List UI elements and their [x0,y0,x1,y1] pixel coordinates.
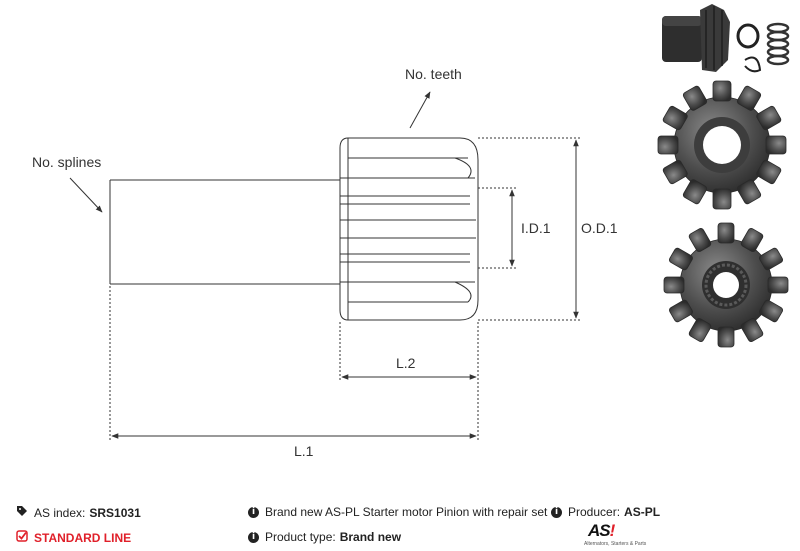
product-type-value: Brand new [339,530,402,544]
logo-mark: AS! [588,521,615,540]
product-photo-front-view [657,80,787,210]
label-no-splines: No. splines [32,154,101,170]
info-icon: i [551,506,562,518]
producer-value: AS-PL [624,505,661,519]
dimension-arrows [69,91,579,439]
product-photo-rear-view [663,222,789,348]
producer-row: i Producer: AS-PL [551,505,660,519]
logo-tagline: Alternators, Starters & Parts [584,541,647,547]
pinion-shaft [109,179,340,285]
label-length-1: L.1 [294,443,314,459]
info-icon: i [248,531,259,543]
product-type-row: i Product type: Brand new [248,530,401,544]
standard-line-label: STANDARD LINE [34,530,132,545]
as-pl-logo: AS! Alternators, Starters & Parts [584,521,658,551]
as-index-row: AS index: SRS1031 [16,505,141,520]
label-length-2: L.2 [396,355,416,371]
tag-icon [16,505,28,520]
label-outer-diameter: O.D.1 [581,220,618,236]
dimension-extension-lines [109,137,580,442]
label-no-teeth: No. teeth [405,66,462,82]
product-type-label: Product type: [265,530,336,544]
product-photo-side-view [662,4,790,73]
product-description: Brand new AS-PL Starter motor Pinion wit… [265,505,548,519]
standard-line-row: STANDARD LINE [16,530,131,545]
as-index-label: AS index: [34,505,86,520]
info-icon: i [248,506,259,518]
checkbox-icon [16,530,28,545]
label-inner-diameter: I.D.1 [521,220,551,236]
producer-label: Producer: [568,505,621,519]
teeth-pointer-arrow [409,91,431,129]
pinion-head [339,137,479,321]
as-index-value: SRS1031 [89,505,141,520]
description-row: i Brand new AS-PL Starter motor Pinion w… [248,505,547,519]
splines-pointer-arrow [69,177,103,213]
